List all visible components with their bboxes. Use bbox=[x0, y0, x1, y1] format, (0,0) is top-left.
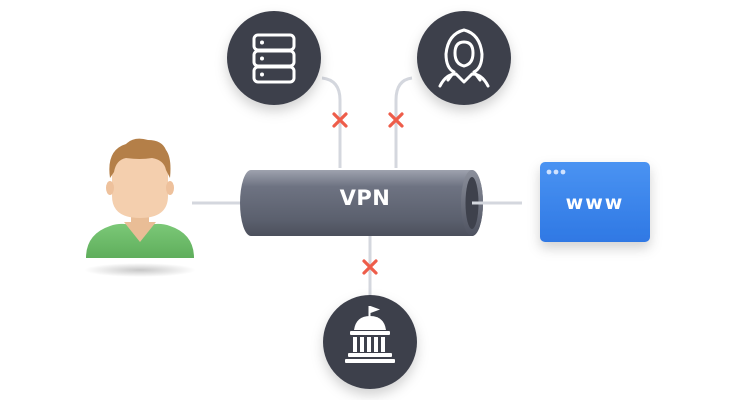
blocked-markers bbox=[332, 112, 404, 275]
browser-dot bbox=[546, 169, 552, 175]
avatar-face bbox=[112, 154, 168, 218]
hacker-node bbox=[417, 11, 511, 105]
database-connector bbox=[321, 76, 342, 168]
database-node-circle bbox=[227, 11, 321, 105]
browser-window bbox=[540, 162, 650, 242]
tunnel-body bbox=[240, 170, 483, 236]
avatar-hair bbox=[109, 138, 171, 178]
avatar-ear-left bbox=[106, 181, 114, 195]
avatar-ear-right bbox=[166, 181, 174, 195]
hooded-hacker-icon bbox=[438, 28, 490, 88]
browser-dot bbox=[553, 169, 559, 175]
avatar-shadow bbox=[84, 263, 196, 277]
government-building-icon bbox=[345, 306, 395, 363]
browser-window-icon bbox=[540, 162, 650, 242]
user-avatar-icon bbox=[84, 138, 196, 277]
vpn-tunnel bbox=[240, 170, 490, 236]
cross-mark-icon bbox=[362, 259, 378, 275]
browser-dot bbox=[560, 169, 566, 175]
cross-mark-icon bbox=[332, 112, 348, 128]
avatar-neck bbox=[124, 222, 156, 242]
hacker-connector bbox=[394, 76, 413, 168]
database-icon bbox=[252, 33, 296, 84]
hacker-node-circle bbox=[417, 11, 511, 105]
database-node bbox=[227, 11, 321, 105]
cross-mark-icon bbox=[388, 112, 404, 128]
